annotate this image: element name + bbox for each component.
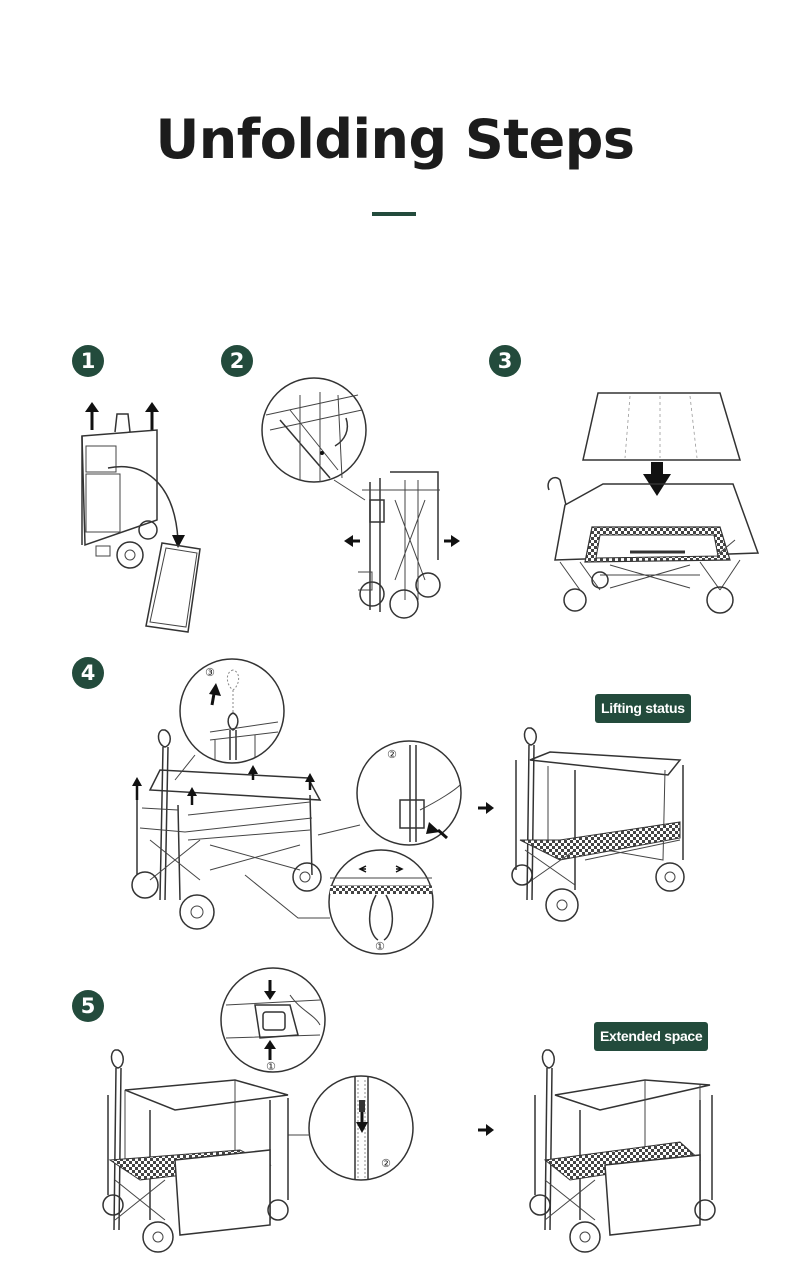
callout-2-step5: ② [381, 1157, 391, 1170]
step5-extend-space-illustration: ① ② [102, 967, 716, 1253]
callout-2-step4: ② [387, 748, 397, 761]
step-badge-3: 3 [489, 345, 521, 377]
step1-folded-wagon-illustration [81, 402, 201, 633]
step-badge-4: 4 [72, 657, 104, 689]
step2-pull-apart-illustration [261, 377, 460, 619]
extended-space-label: Extended space [594, 1022, 709, 1051]
callout-1-step5: ① [266, 1060, 276, 1073]
step-badge-1: 1 [72, 345, 104, 377]
callout-3-step4: ③ [205, 666, 215, 679]
page-title: Unfolding Steps [155, 108, 635, 171]
step-badge-2: 2 [221, 345, 253, 377]
step-badge-5: 5 [72, 990, 104, 1022]
step3-insert-floor-illustration [547, 392, 760, 614]
callout-1-step4: ① [375, 940, 385, 953]
lifting-status-label: Lifting status [595, 694, 691, 723]
step4-lift-frame-illustration: ③ ② [131, 658, 685, 955]
title-underline [372, 212, 416, 216]
